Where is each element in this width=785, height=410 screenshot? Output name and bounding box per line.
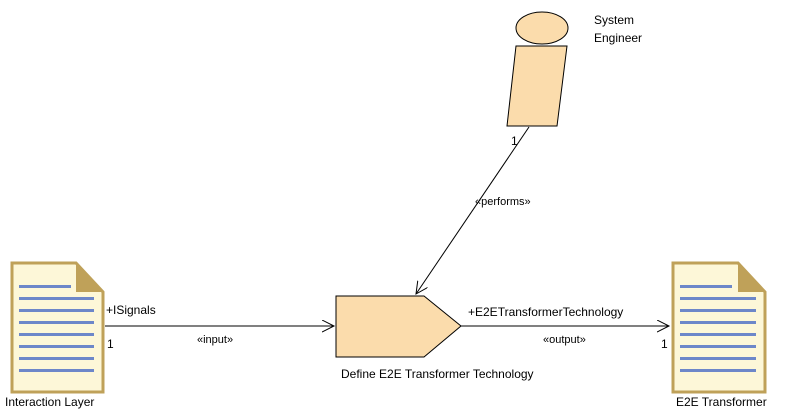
task-name: Define E2E Transformer Technology xyxy=(341,367,534,381)
role-body xyxy=(506,45,568,127)
task-shape xyxy=(335,295,462,358)
input-role-label: +ISignals xyxy=(106,303,156,317)
document-corner xyxy=(76,263,103,292)
document-corner xyxy=(738,263,765,292)
output-connector[interactable]: +E2ETransformerTechnology «output» 1 xyxy=(461,305,669,351)
interaction-layer-work-product[interactable]: Interaction Layer xyxy=(5,261,105,409)
document-text-lines xyxy=(680,285,756,372)
input-stereotype: «input» xyxy=(197,334,233,346)
role-head xyxy=(515,11,569,45)
role-name-line2: Engineer xyxy=(594,31,642,45)
document-text-lines xyxy=(19,285,94,372)
performs-line xyxy=(416,126,530,294)
interaction-layer-name: Interaction Layer xyxy=(5,395,94,409)
output-role-label: +E2ETransformerTechnology xyxy=(468,305,623,319)
output-multiplicity: 1 xyxy=(661,337,668,351)
role-name-line1: System xyxy=(594,13,634,27)
input-multiplicity: 1 xyxy=(107,337,114,351)
input-connector[interactable]: +ISignals 1 «input» xyxy=(105,303,334,351)
e2e-transformer-name: E2E Transformer xyxy=(676,395,767,409)
task-define-e2e-transformer-technology[interactable]: Define E2E Transformer Technology xyxy=(335,295,534,381)
performs-role-multiplicity: 1 xyxy=(511,134,518,148)
performs-connector[interactable]: 1 «performs» xyxy=(416,126,531,294)
output-stereotype: «output» xyxy=(543,334,586,346)
e2e-transformer-work-product[interactable]: E2E Transformer xyxy=(671,261,767,409)
performs-stereotype: «performs» xyxy=(475,196,531,208)
system-engineer-role[interactable]: System Engineer xyxy=(506,11,642,127)
